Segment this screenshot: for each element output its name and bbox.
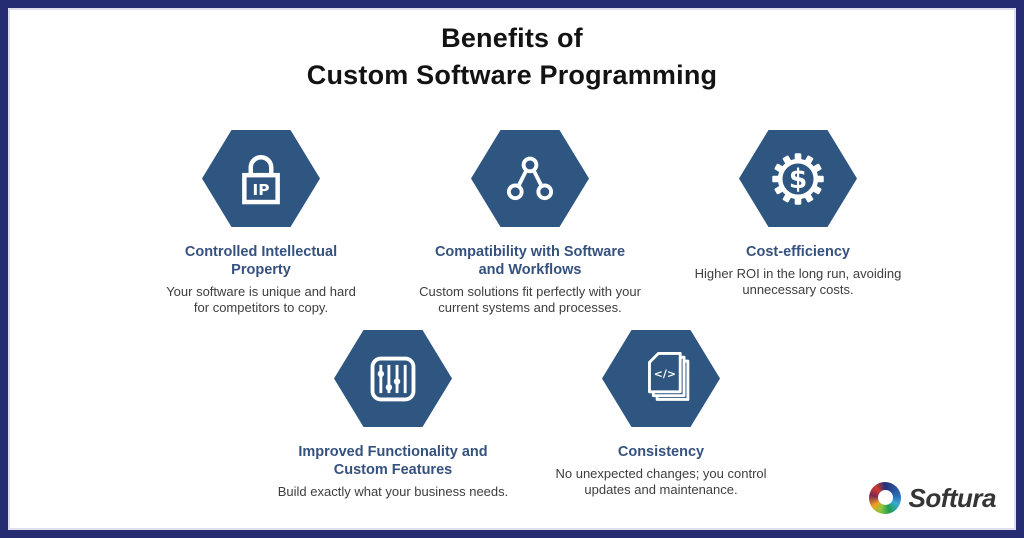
card-description: No unexpected changes; you control updat…	[555, 466, 767, 497]
hexagon-shape	[471, 130, 589, 227]
card-description: Build exactly what your business needs.	[277, 484, 509, 499]
ip-lock-icon: IP	[242, 154, 280, 204]
page-title-line1: Benefits of	[441, 23, 583, 53]
hexagon-shape: </>	[602, 330, 720, 427]
card-heading: Improved Functionality and Custom Featur…	[298, 444, 488, 478]
card-heading: Controlled Intellectual Property	[184, 244, 338, 278]
page-title-line2: Custom Software Programming	[306, 60, 718, 90]
softura-logo: Softura	[868, 482, 997, 514]
sliders-icon	[370, 356, 416, 401]
ip-lock-icon-label: IP	[253, 181, 270, 199]
gear-dollar-icon: $	[772, 152, 824, 205]
benefit-card-compatibility: Compatibility with Software and Workflow…	[400, 130, 660, 316]
card-description: Higher ROI in the long run, avoiding unn…	[694, 266, 902, 297]
hexagon-shape: $	[739, 130, 857, 227]
page-title: Benefits of Custom Software Programming	[8, 20, 1016, 94]
card-heading: Compatibility with Software and Workflow…	[434, 244, 626, 278]
benefit-card-cost-efficiency: $ Cost-efficiency Higher ROI in the long…	[663, 130, 933, 298]
card-heading: Consistency	[617, 444, 705, 460]
card-description: Your software is unique and hard for com…	[166, 284, 356, 315]
hexagon-shape: IP	[202, 130, 320, 227]
benefit-card-improved-functionality: Improved Functionality and Custom Featur…	[258, 330, 528, 500]
card-heading: Cost-efficiency	[746, 244, 850, 260]
gear-dollar-icon-label: $	[789, 164, 807, 195]
softura-logo-text: Softura	[908, 482, 997, 513]
softura-swirl-icon	[868, 482, 901, 514]
hexagon-shape	[334, 330, 452, 427]
card-description: Custom solutions fit perfectly with your…	[419, 284, 641, 315]
benefit-card-consistency: </> Consistency No unexpected changes; y…	[531, 330, 791, 498]
code-documents-icon: </>	[648, 351, 690, 401]
code-documents-icon-label: </>	[654, 367, 676, 380]
network-nodes-icon	[506, 156, 554, 200]
benefit-card-controlled-ip: IP Controlled Intellectual Property Your…	[151, 130, 371, 316]
